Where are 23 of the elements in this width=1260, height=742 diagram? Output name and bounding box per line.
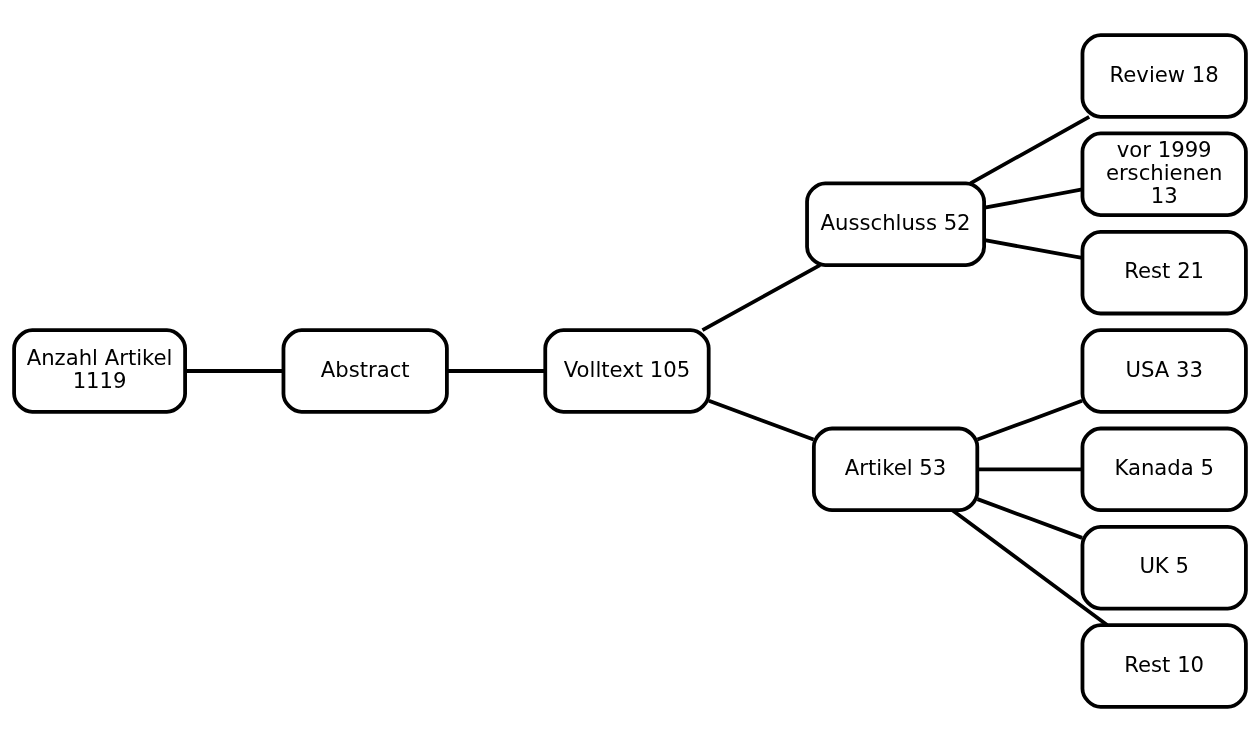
connector (977, 467, 1083, 472)
connector (976, 399, 1083, 442)
node-box: Rest 10 (1080, 623, 1248, 709)
connector (969, 115, 1091, 185)
connector (984, 238, 1083, 260)
node-box: Rest 21 (1080, 229, 1248, 316)
connector (708, 399, 815, 442)
connector (976, 497, 1083, 540)
connector (185, 369, 284, 373)
node-box: Abstract (281, 328, 449, 414)
connector (984, 187, 1083, 210)
node-box: Artikel 53 (811, 426, 980, 513)
connector (701, 263, 821, 332)
node-box: UK 5 (1080, 525, 1248, 611)
node-box: Ausschluss 52 (805, 181, 986, 267)
node-box: Review 18 (1080, 33, 1248, 119)
node-box: vor 1999 erschienen 13 (1080, 131, 1248, 217)
node-box: Kanada 5 (1080, 426, 1248, 513)
node-box: Volltext 105 (543, 328, 711, 414)
connector (951, 509, 1109, 627)
node-box: USA 33 (1080, 328, 1248, 414)
connector (447, 369, 546, 373)
node-box: Anzahl Artikel 1119 (12, 328, 187, 414)
